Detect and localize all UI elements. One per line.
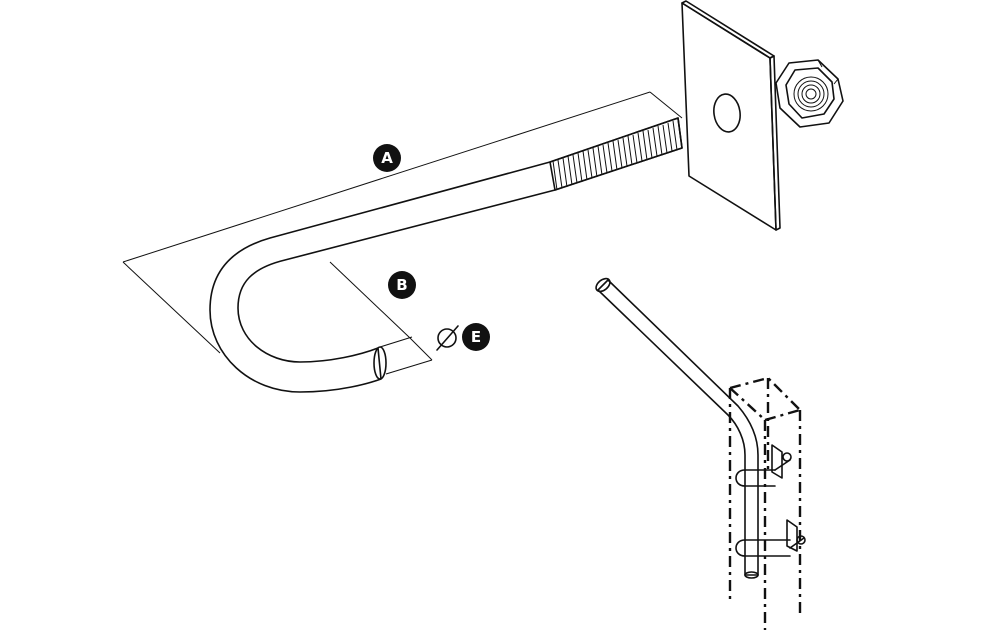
label-a: A: [381, 149, 393, 167]
anchor-plate: [681, 0, 781, 231]
label-a-badge: [373, 144, 401, 172]
lower-clamp: [735, 519, 806, 557]
label-e: E: [471, 328, 481, 346]
dimension-e: E: [436, 323, 490, 351]
hex-nut: [775, 59, 844, 128]
upper-clamp: [735, 444, 792, 487]
label-b: B: [396, 276, 407, 294]
dimension-b: B: [329, 261, 433, 375]
installation-detail: [595, 277, 806, 630]
dimension-a: A: [122, 91, 683, 354]
label-e-badge: [462, 323, 490, 351]
post-outline: [728, 376, 802, 630]
bent-rod: [595, 277, 759, 579]
j-bolt: [209, 117, 683, 393]
diameter-symbol: [437, 328, 457, 348]
plate-hole: [713, 93, 741, 133]
bolt-thread: [549, 117, 683, 191]
label-b-badge: [388, 271, 416, 299]
